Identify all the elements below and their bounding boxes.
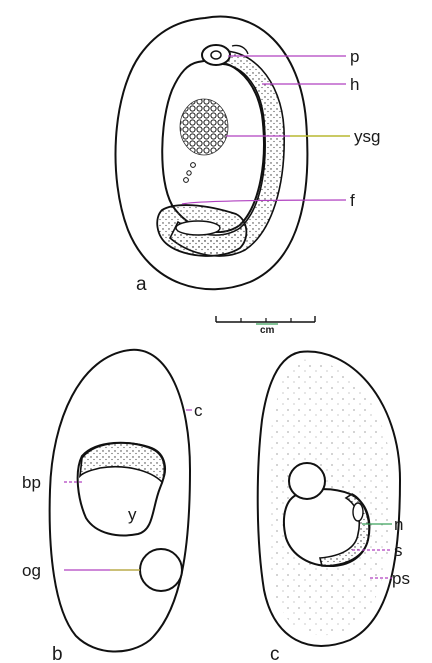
panel-label-c: c bbox=[270, 644, 280, 663]
label-c: c bbox=[194, 401, 203, 420]
proboscis-a bbox=[202, 45, 230, 65]
label-n: n bbox=[394, 515, 403, 534]
label-ps: ps bbox=[392, 569, 410, 588]
label-f: f bbox=[350, 191, 355, 210]
label-y: y bbox=[128, 505, 137, 524]
droplet-2 bbox=[187, 171, 191, 175]
label-h: h bbox=[350, 75, 359, 94]
panel-label-a: a bbox=[136, 274, 147, 295]
label-s: s bbox=[394, 541, 403, 560]
scale-bar-unit: cm bbox=[260, 325, 275, 336]
panel-a: p h ysg f a bbox=[116, 17, 381, 295]
label-og: og bbox=[22, 561, 41, 580]
panel-label-b: b bbox=[52, 644, 63, 663]
label-p: p bbox=[350, 47, 359, 66]
panel-c: n s ps c bbox=[258, 352, 410, 663]
oil-globule-b bbox=[140, 549, 182, 591]
yolk-granule-cluster-a bbox=[180, 99, 228, 155]
panel-b: c bp y og b bbox=[22, 350, 203, 663]
label-ysg: ysg bbox=[354, 127, 380, 146]
oil-globule-c bbox=[289, 463, 325, 499]
droplet-3 bbox=[184, 178, 189, 183]
scale-bar: cm bbox=[216, 316, 315, 336]
label-bp: bp bbox=[22, 473, 41, 492]
foot-inner-a bbox=[176, 221, 220, 235]
notochord-c bbox=[353, 503, 363, 521]
droplet-1 bbox=[191, 163, 196, 168]
